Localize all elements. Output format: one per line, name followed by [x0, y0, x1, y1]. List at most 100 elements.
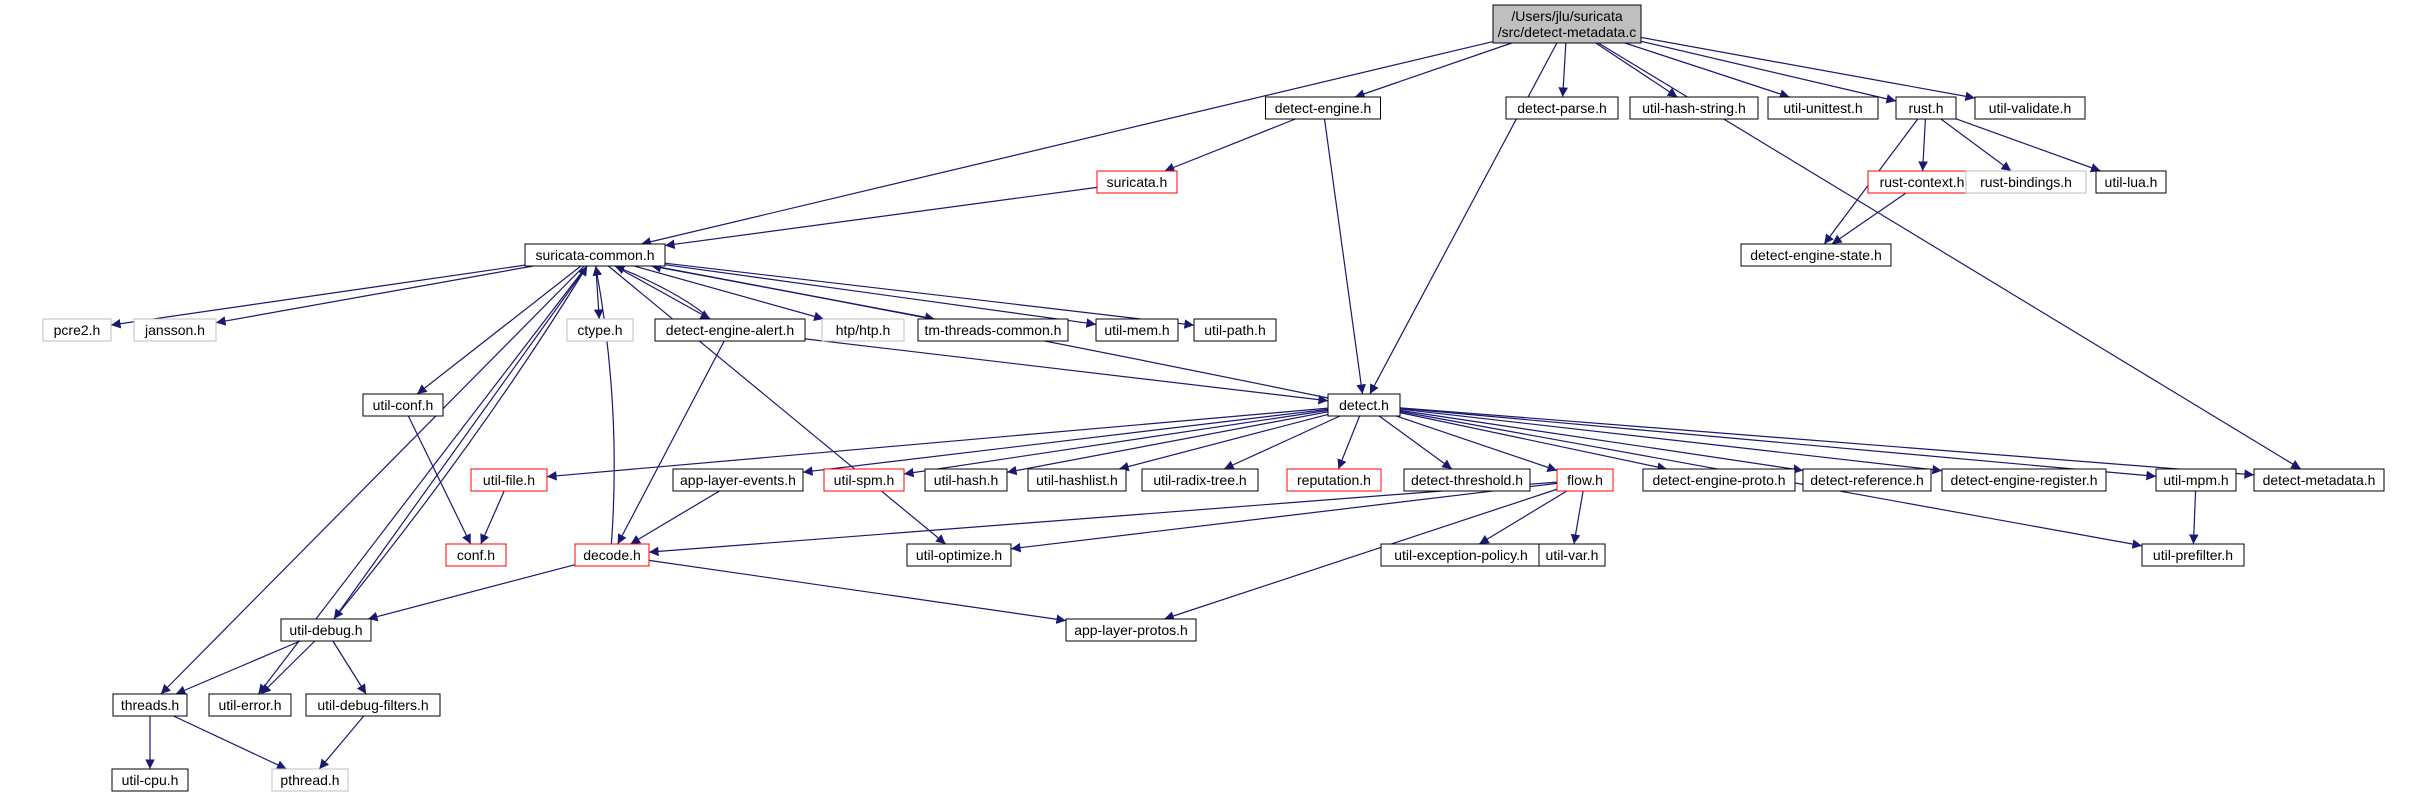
node-tm-threads-common[interactable]: tm-threads-common.h [917, 318, 1069, 342]
node-util-debug[interactable]: util-debug.h [280, 618, 372, 642]
edge-flow-to-decode [648, 481, 1558, 557]
node-label-detect-engine-state: detect-engine-state.h [1750, 247, 1882, 263]
edge-util-debug-to-threads [175, 640, 301, 695]
node-htp[interactable]: htp/htp.h [821, 318, 905, 342]
edge-decode-to-suricata-common [592, 265, 615, 545]
edge-flow-to-util-exception-policy [1478, 490, 1568, 545]
node-detect-engine-alert[interactable]: detect-engine-alert.h [654, 318, 806, 342]
node-box-util-error [208, 693, 292, 717]
edge-rust-to-rust-context [1918, 118, 1928, 172]
node-util-file[interactable]: util-file.h [470, 468, 548, 492]
node-util-debug-filters[interactable]: util-debug-filters.h [305, 693, 441, 717]
node-label-detect-parse: detect-parse.h [1517, 100, 1607, 116]
edge-suricata-common-to-pcre2 [110, 264, 526, 329]
node-label-util-cpu: util-cpu.h [122, 772, 179, 788]
node-label-util-debug-filters: util-debug-filters.h [317, 697, 428, 713]
node-util-error[interactable]: util-error.h [208, 693, 292, 717]
edge-detect-to-util-file [546, 407, 1329, 481]
node-label-decode: decode.h [583, 547, 641, 563]
node-label-suricata: suricata.h [1107, 174, 1168, 190]
node-conf[interactable]: conf.h [445, 543, 507, 567]
node-box-util-unittest [1767, 96, 1879, 120]
node-box-pcre2 [42, 318, 112, 342]
node-label-util-spm: util-spm.h [834, 472, 895, 488]
node-threads[interactable]: threads.h [112, 693, 188, 717]
edge-util-debug-to-suricata-common [333, 265, 588, 620]
node-pcre2[interactable]: pcre2.h [42, 318, 112, 342]
edge-rust-context-to-detect-engine-state [1831, 192, 1907, 245]
node-reputation[interactable]: reputation.h [1286, 468, 1382, 492]
edge-suricata-to-suricata-common [664, 186, 1098, 250]
node-flow[interactable]: flow.h [1556, 468, 1614, 492]
node-box-util-validate [1974, 96, 2086, 120]
node-detect-engine-state[interactable]: detect-engine-state.h [1740, 243, 1892, 267]
node-util-lua[interactable]: util-lua.h [2095, 170, 2167, 194]
node-box-util-mpm [2155, 468, 2237, 492]
node-label-util-optimize: util-optimize.h [916, 547, 1002, 563]
node-util-mpm[interactable]: util-mpm.h [2155, 468, 2237, 492]
edge-decode-to-util-debug [367, 564, 576, 622]
node-util-spm[interactable]: util-spm.h [823, 468, 905, 492]
edge-detect-to-detect-engine-register [1399, 408, 1943, 475]
edge-detect-to-util-spm [903, 409, 1329, 478]
node-box-util-hash-string [1629, 96, 1759, 120]
node-util-hash-string[interactable]: util-hash-string.h [1629, 96, 1759, 120]
node-box-util-hashlist [1027, 468, 1127, 492]
edge-suricata-common-to-threads [160, 265, 585, 695]
node-util-exception-policy[interactable]: util-exception-policy.h [1380, 543, 1542, 567]
node-box-flow [1556, 468, 1614, 492]
node-box-suricata [1096, 170, 1178, 194]
node-root[interactable]: /Users/jlu/suricata/src/detect-metadata.… [1492, 4, 1642, 44]
node-util-validate[interactable]: util-validate.h [1974, 96, 2086, 120]
node-detect-metadata[interactable]: detect-metadata.h [2253, 468, 2385, 492]
node-box-util-file [470, 468, 548, 492]
node-label-detect-engine-register: detect-engine-register.h [1950, 472, 2097, 488]
node-box-detect-metadata [2253, 468, 2385, 492]
edge-root-to-detect-engine [1354, 42, 1513, 99]
node-util-optimize[interactable]: util-optimize.h [906, 543, 1012, 567]
nodes-layer: /Users/jlu/suricata/src/detect-metadata.… [42, 4, 2385, 792]
node-jansson[interactable]: jansson.h [133, 318, 217, 342]
node-util-hashlist[interactable]: util-hashlist.h [1027, 468, 1127, 492]
node-detect-engine[interactable]: detect-engine.h [1265, 96, 1381, 120]
node-util-radix-tree[interactable]: util-radix-tree.h [1141, 468, 1259, 492]
node-label-detect-engine-proto: detect-engine-proto.h [1652, 472, 1785, 488]
node-box-rust-bindings [1965, 170, 2087, 194]
node-app-layer-protos[interactable]: app-layer-protos.h [1065, 618, 1197, 642]
node-label-suricata-common: suricata-common.h [535, 247, 654, 263]
node-label-util-conf: util-conf.h [373, 397, 434, 413]
node-detect-engine-register[interactable]: detect-engine-register.h [1941, 468, 2107, 492]
node-util-var[interactable]: util-var.h [1538, 543, 1606, 567]
node-suricata[interactable]: suricata.h [1096, 170, 1178, 194]
node-box-decode [574, 543, 650, 567]
edge-suricata-common-to-util-path [664, 262, 1195, 329]
edge-threads-to-pthread [173, 715, 287, 770]
node-rust[interactable]: rust.h [1895, 96, 1957, 120]
node-rust-bindings[interactable]: rust-bindings.h [1965, 170, 2087, 194]
node-app-layer-events[interactable]: app-layer-events.h [672, 468, 804, 492]
node-pthread[interactable]: pthread.h [271, 768, 349, 792]
node-util-mem[interactable]: util-mem.h [1095, 318, 1179, 342]
node-box-detect-reference [1802, 468, 1932, 492]
node-detect-engine-proto[interactable]: detect-engine-proto.h [1642, 468, 1796, 492]
node-detect[interactable]: detect.h [1327, 393, 1401, 417]
node-box-util-cpu [111, 768, 189, 792]
edge-util-conf-to-conf [407, 415, 472, 545]
node-util-conf[interactable]: util-conf.h [362, 393, 444, 417]
node-suricata-common[interactable]: suricata-common.h [524, 243, 666, 267]
node-decode[interactable]: decode.h [574, 543, 650, 567]
node-label-rust-bindings: rust-bindings.h [1980, 174, 2072, 190]
node-util-unittest[interactable]: util-unittest.h [1767, 96, 1879, 120]
edge-detect-engine-alert-to-detect [804, 338, 1329, 405]
node-util-path[interactable]: util-path.h [1193, 318, 1277, 342]
node-detect-parse[interactable]: detect-parse.h [1505, 96, 1619, 120]
node-util-cpu[interactable]: util-cpu.h [111, 768, 189, 792]
node-util-prefilter[interactable]: util-prefilter.h [2141, 543, 2245, 567]
node-detect-threshold[interactable]: detect-threshold.h [1403, 468, 1531, 492]
edge-detect-to-detect-engine-proto [1399, 412, 1668, 472]
node-rust-context[interactable]: rust-context.h [1867, 170, 1977, 194]
node-ctype[interactable]: ctype.h [566, 318, 634, 342]
edge-util-debug-filters-to-pthread [318, 715, 365, 770]
node-util-hash[interactable]: util-hash.h [924, 468, 1008, 492]
node-detect-reference[interactable]: detect-reference.h [1802, 468, 1932, 492]
